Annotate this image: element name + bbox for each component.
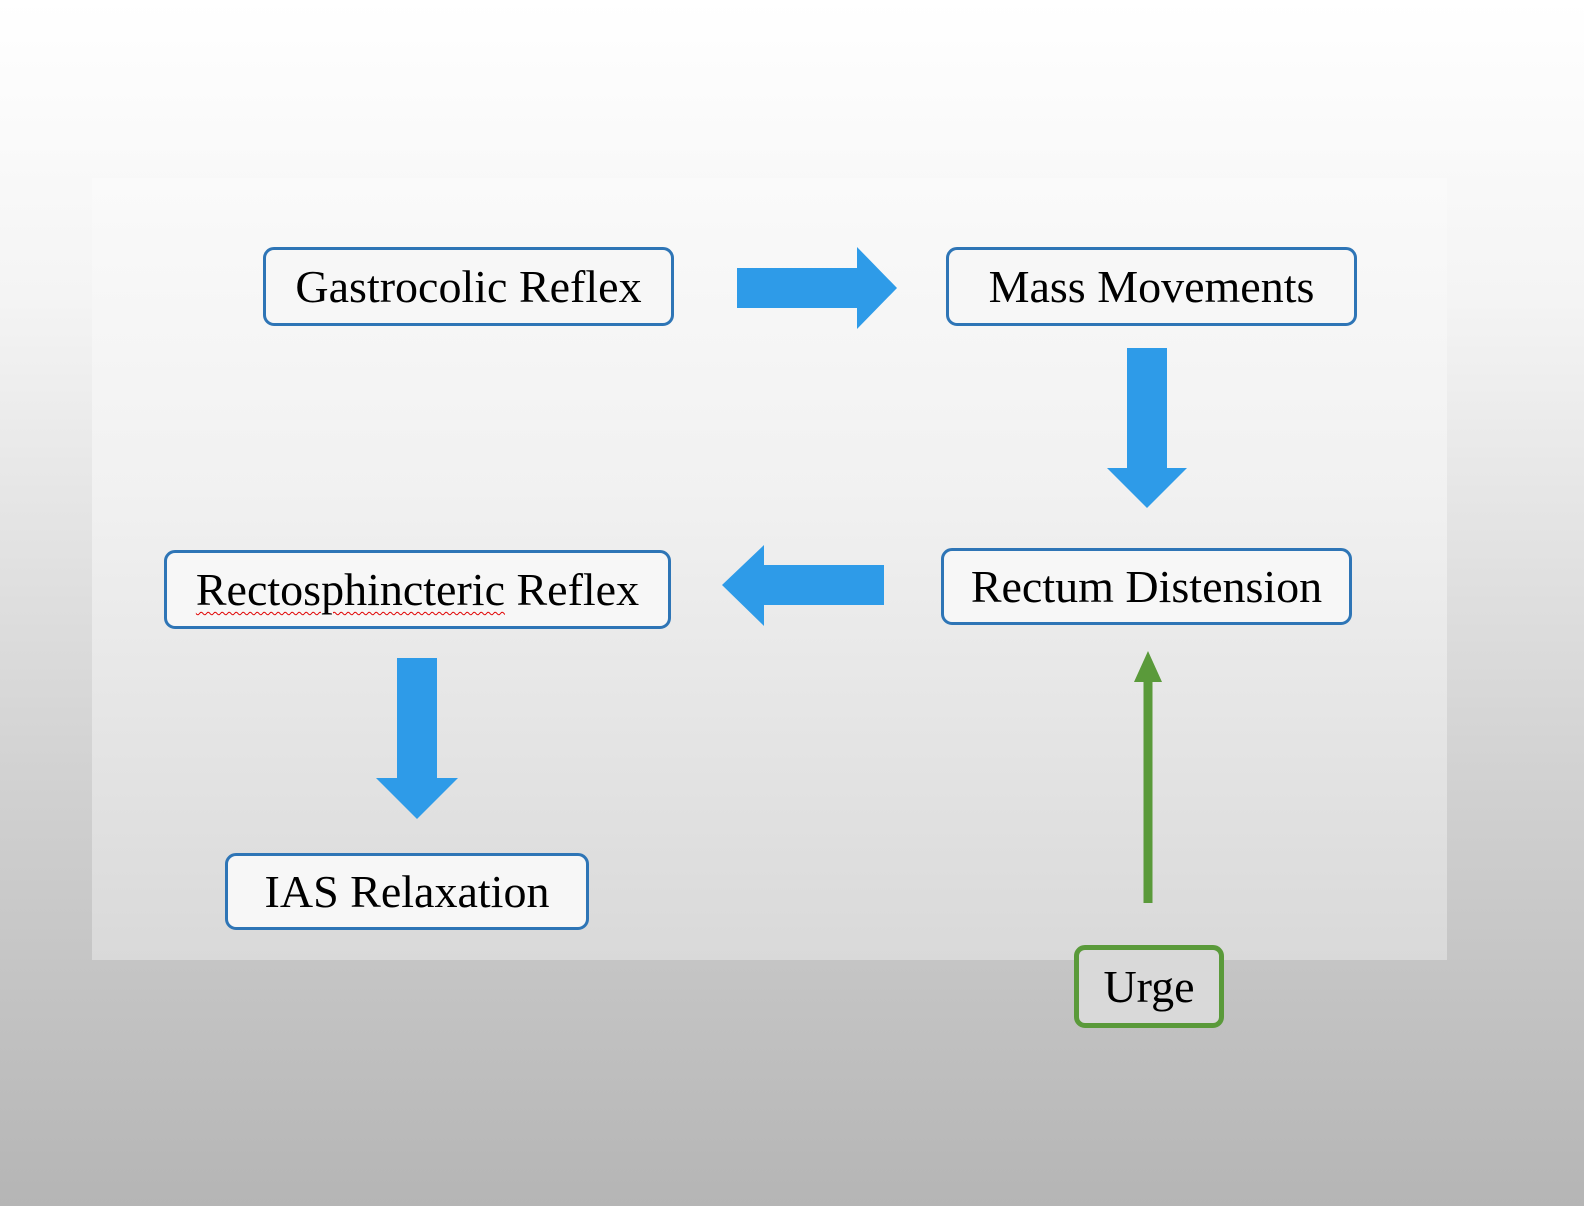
node-rectosphincteric-reflex: Rectosphincteric Reflex	[164, 550, 671, 629]
arrow-rectum-to-rectosphincteric	[722, 545, 884, 626]
node-rectum-distension: Rectum Distension	[941, 548, 1352, 625]
label-rest: Reflex	[504, 564, 640, 615]
node-rectosphincteric-reflex-label: Rectosphincteric Reflex	[196, 563, 639, 616]
arrow-mass-to-rectum	[1107, 348, 1187, 508]
node-urge-label: Urge	[1103, 961, 1195, 1012]
node-ias-relaxation: IAS Relaxation	[225, 853, 589, 930]
node-gastrocolic-reflex-label: Gastrocolic Reflex	[295, 261, 642, 312]
arrow-rectosphincteric-to-ias	[376, 658, 458, 819]
node-urge: Urge	[1074, 945, 1224, 1028]
node-ias-relaxation-label: IAS Relaxation	[264, 866, 550, 917]
node-rectum-distension-label: Rectum Distension	[970, 561, 1323, 612]
spellcheck-word: Rectosphincteric	[195, 564, 505, 615]
node-mass-movements: Mass Movements	[946, 247, 1357, 326]
node-mass-movements-label: Mass Movements	[988, 261, 1315, 312]
arrow-gastrocolic-to-mass	[737, 247, 897, 329]
node-gastrocolic-reflex: Gastrocolic Reflex	[263, 247, 674, 326]
arrow-urge-head	[1134, 651, 1162, 682]
